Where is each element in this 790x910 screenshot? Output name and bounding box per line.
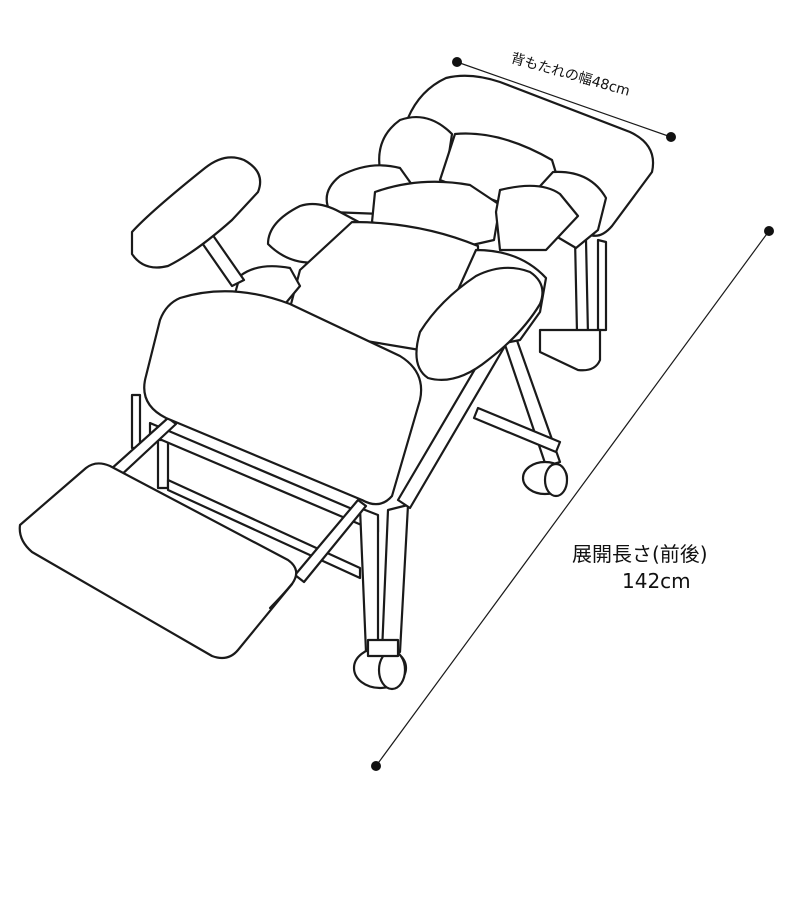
chair-frame xyxy=(130,236,608,654)
footrest xyxy=(18,416,368,660)
width-end-dot xyxy=(666,132,676,142)
right-armrest xyxy=(415,266,544,381)
width-dimension-line xyxy=(456,61,672,138)
backrest xyxy=(325,74,655,252)
front-caster xyxy=(352,638,408,691)
length-start-dot xyxy=(371,761,381,771)
rear-caster xyxy=(521,460,569,498)
length-dimension-line xyxy=(375,230,770,767)
length-end-dot xyxy=(764,226,774,236)
length-dimension: 展開長さ(前後) 142cm xyxy=(371,226,774,771)
left-armrest xyxy=(130,156,262,288)
width-start-dot xyxy=(452,57,462,67)
length-dimension-label: 展開長さ(前後) xyxy=(572,542,708,566)
length-dimension-value: 142cm xyxy=(622,569,691,593)
